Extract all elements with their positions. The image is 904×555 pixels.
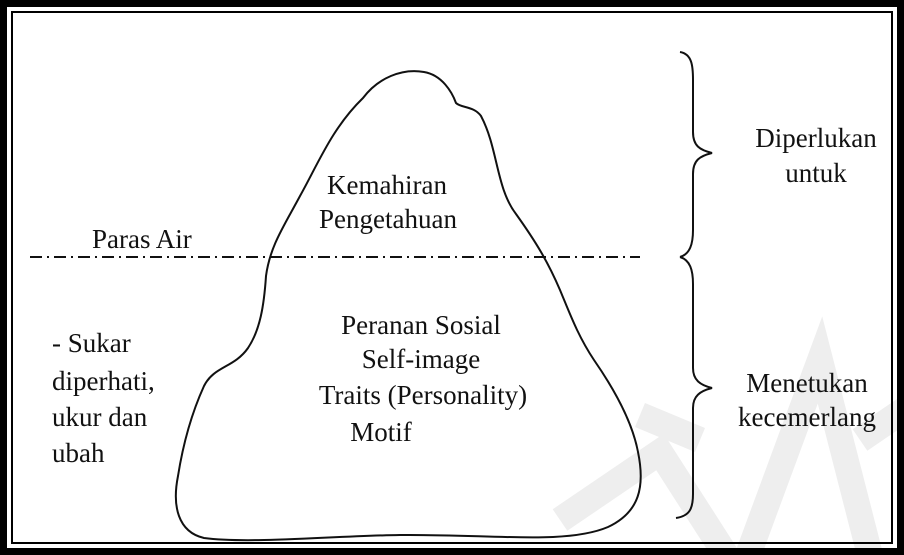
brace-top — [679, 51, 713, 258]
below-label-social-role: Peranan Sosial — [341, 310, 501, 340]
right-bottom-line2: kecemerlang — [738, 402, 876, 432]
below-label-motive: Motif — [350, 417, 412, 447]
right-top-line2: untuk — [785, 158, 847, 188]
left-note-line4: ubah — [52, 438, 105, 468]
tip-label-knowledge: Pengetahuan — [319, 204, 457, 234]
brace-bottom — [675, 256, 713, 519]
below-label-traits: Traits (Personality) — [318, 380, 528, 410]
watermark — [552, 316, 904, 555]
inner-frame — [11, 11, 893, 544]
iceberg-outline — [174, 70, 642, 542]
left-note-line2: diperhati, — [52, 366, 155, 396]
left-note-line1: - Sukar — [52, 328, 131, 358]
right-top-line1: Diperlukan — [755, 123, 877, 153]
water-level-label: Paras Air — [92, 224, 192, 254]
below-label-self-image: Self-image — [361, 344, 481, 374]
left-note-line3: ukur dan — [52, 402, 148, 432]
tip-label-skills: Kemahiran — [327, 170, 447, 200]
right-bottom-line1: Menetukan — [746, 368, 868, 398]
